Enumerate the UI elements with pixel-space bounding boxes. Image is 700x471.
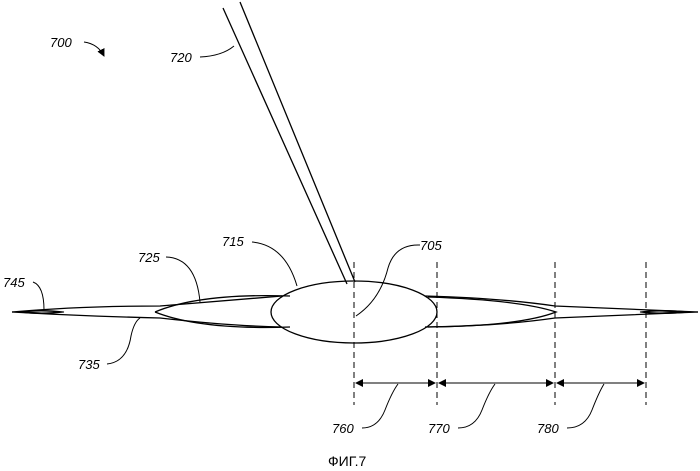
label-705: 705: [420, 238, 442, 253]
label-760: 760: [332, 421, 354, 436]
leader-lines: [33, 42, 604, 428]
reference-lines: [354, 262, 646, 405]
label-725: 725: [138, 250, 160, 265]
right-wing: [425, 296, 698, 327]
left-wing: [12, 296, 290, 328]
label-780: 780: [537, 421, 559, 436]
figure-caption: ФИГ.7: [328, 453, 366, 469]
reference-labels: 700 720 715 705 725 745 735 760 770 780: [3, 35, 559, 436]
label-700: 700: [50, 35, 72, 50]
label-745: 745: [3, 275, 25, 290]
label-715: 715: [222, 234, 244, 249]
label-735: 735: [78, 357, 100, 372]
label-720: 720: [170, 50, 192, 65]
label-770: 770: [428, 421, 450, 436]
